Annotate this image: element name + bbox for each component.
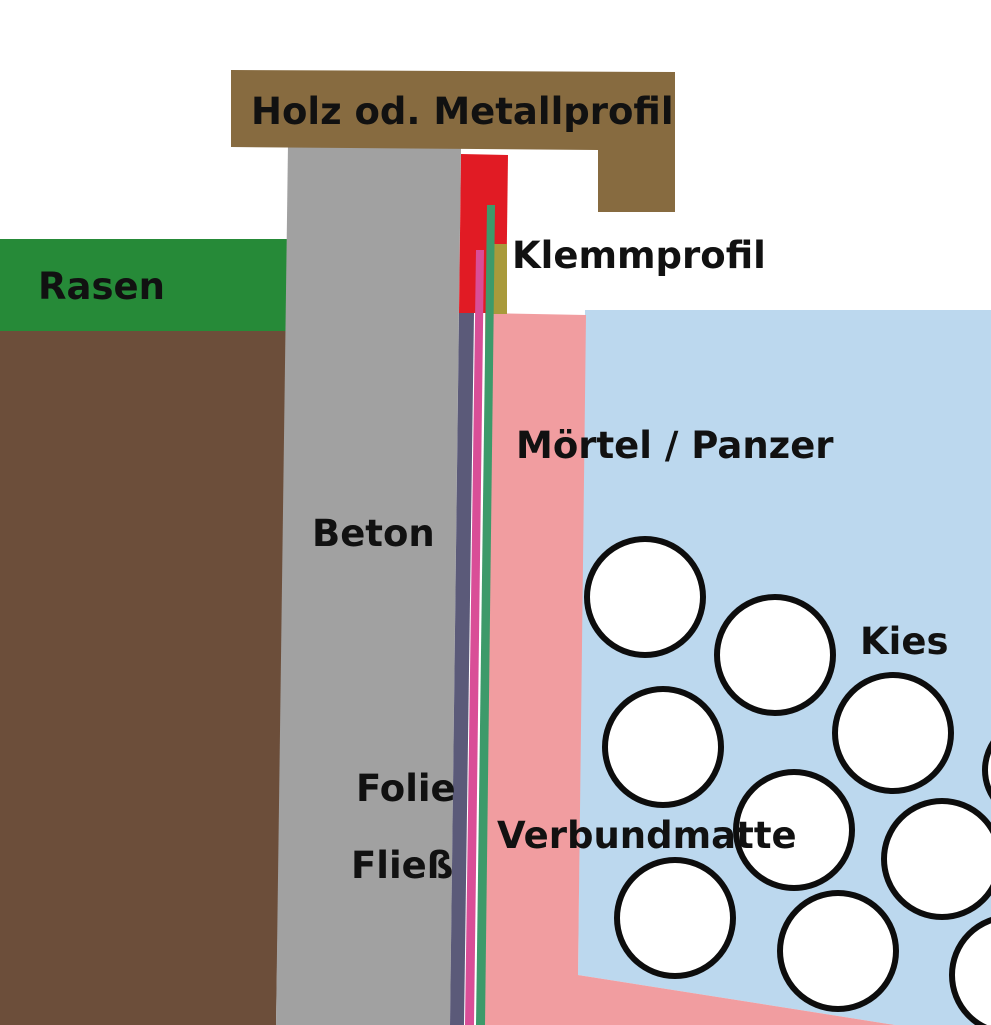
label-mortar: Mörtel / Panzer <box>516 424 834 467</box>
label-foil: Folie <box>356 767 456 810</box>
label-gravel: Kies <box>860 620 948 663</box>
gravel-stones <box>584 536 991 1025</box>
fleece-layer <box>465 250 484 1025</box>
gravel-stone <box>733 769 855 891</box>
label-lawn: Rasen <box>38 265 165 308</box>
composite-mat-layer <box>476 205 495 1025</box>
gravel-stone <box>949 917 991 1025</box>
label-fleece: Fließ <box>351 844 453 887</box>
clamp-olive-strip <box>493 244 507 314</box>
label-clamp-profile: Klemmprofil <box>512 234 766 277</box>
gravel-stone <box>614 857 736 979</box>
gravel-stone <box>881 798 991 920</box>
label-composite-mat: Verbundmatte <box>497 814 797 857</box>
gravel-stone <box>602 686 724 808</box>
foil-layer <box>450 313 474 1025</box>
wood-metal-profile <box>231 70 675 212</box>
gravel-stone <box>832 672 954 794</box>
mortar-layer <box>485 313 895 1025</box>
gravel-stone <box>777 890 899 1012</box>
soil-area <box>0 330 288 1025</box>
gravel-stone <box>714 594 836 716</box>
label-profile: Holz od. Metallprofil <box>251 90 674 133</box>
label-concrete: Beton <box>312 512 435 555</box>
concrete-wall <box>276 144 461 1025</box>
gravel-stone <box>584 536 706 658</box>
gravel-stone <box>982 740 991 800</box>
lawn-area <box>0 239 287 331</box>
